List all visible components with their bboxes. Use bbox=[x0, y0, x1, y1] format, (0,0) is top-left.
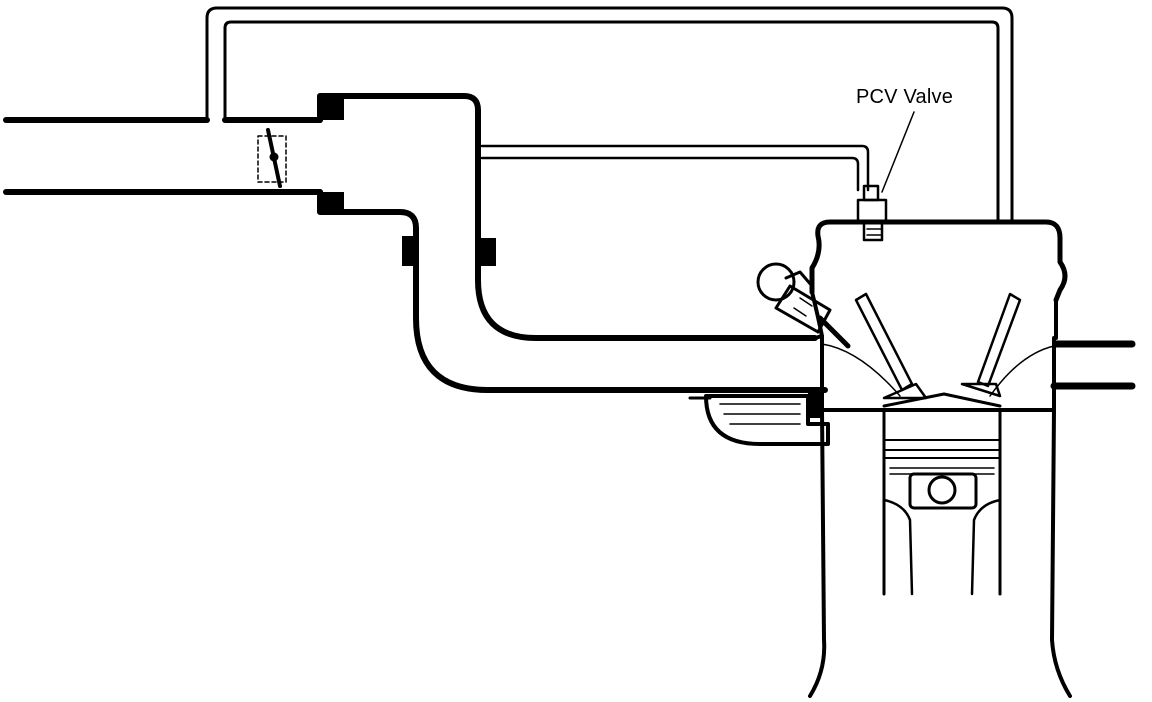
intake-manifold bbox=[317, 93, 828, 393]
cylinder-head bbox=[809, 219, 1068, 412]
piston bbox=[882, 408, 1002, 596]
combustion-chamber bbox=[882, 392, 1002, 408]
air-intake-duct bbox=[3, 117, 323, 195]
pcv-leader-line bbox=[881, 111, 915, 193]
pcv-hose bbox=[480, 144, 870, 192]
oil-gallery bbox=[688, 392, 830, 446]
fuel-injector bbox=[756, 262, 851, 349]
exhaust-valve bbox=[960, 292, 1022, 398]
breather-tube bbox=[205, 6, 1014, 224]
pcv-valve bbox=[856, 184, 888, 242]
intake-valve bbox=[854, 292, 928, 400]
cylinder-block bbox=[808, 408, 1072, 698]
pcv-valve-label: PCV Valve bbox=[856, 86, 954, 108]
exhaust-port bbox=[1050, 340, 1136, 390]
throttle-plate bbox=[257, 128, 287, 188]
